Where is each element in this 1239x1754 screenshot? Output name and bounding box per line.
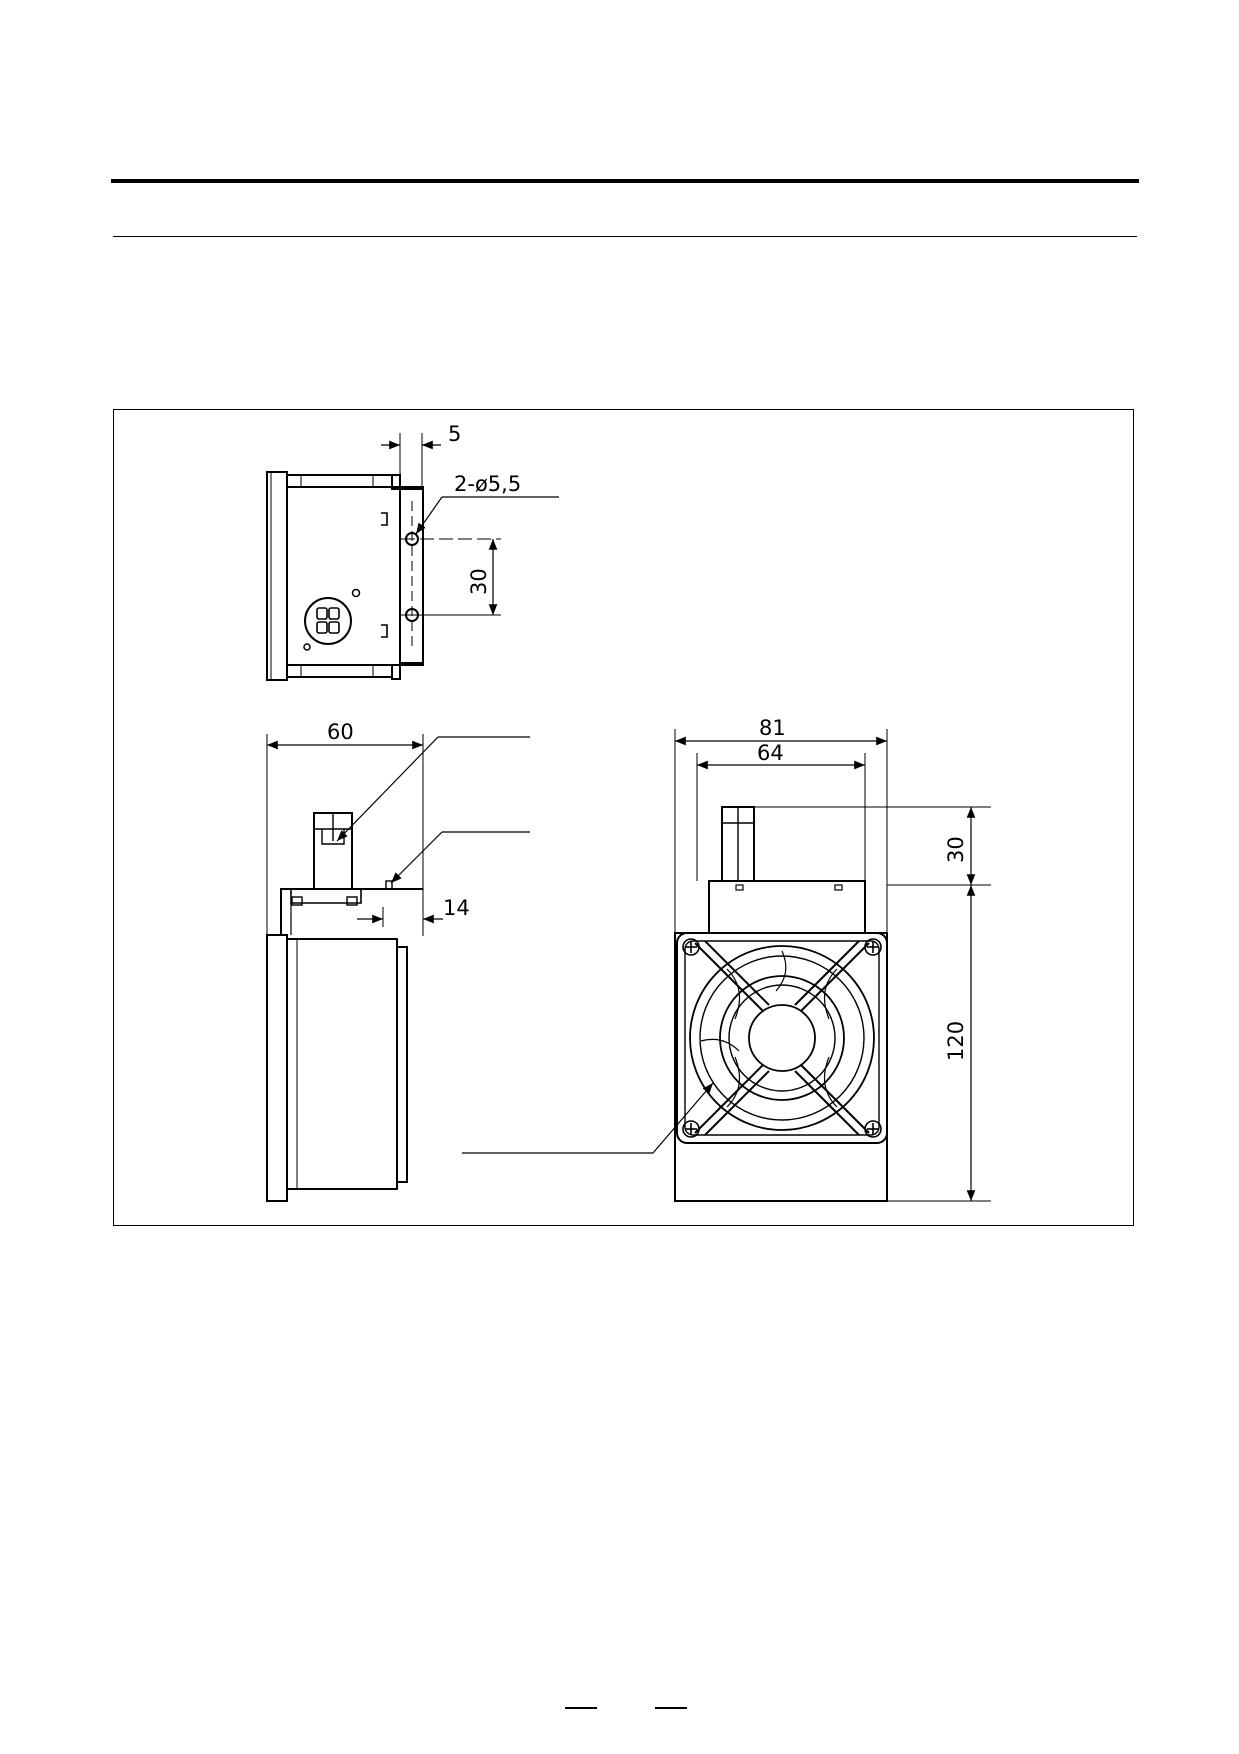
header-rule-thin: [113, 236, 1137, 237]
side-view: [266, 734, 530, 1202]
top-view: [266, 433, 559, 681]
dim-30-front: 30: [944, 836, 968, 863]
dim-120: 120: [944, 1021, 968, 1061]
dim-14: 14: [443, 896, 470, 920]
dim-hole-pitch: 30: [467, 568, 491, 595]
dim-81: 81: [759, 716, 786, 740]
dim-holes: 2-ø5,5: [454, 472, 521, 496]
footer-mark-left: [565, 1707, 597, 1709]
header-rule-thick: [111, 179, 1139, 183]
footer-mark-right: [655, 1707, 687, 1709]
technical-drawing: 5 2-ø5,5 30: [266, 422, 991, 1202]
dim-5: 5: [448, 422, 461, 446]
drawing-frame: 5 2-ø5,5 30: [113, 409, 1134, 1226]
dim-60: 60: [327, 720, 354, 744]
front-view: [462, 729, 991, 1202]
dim-64: 64: [757, 741, 784, 765]
